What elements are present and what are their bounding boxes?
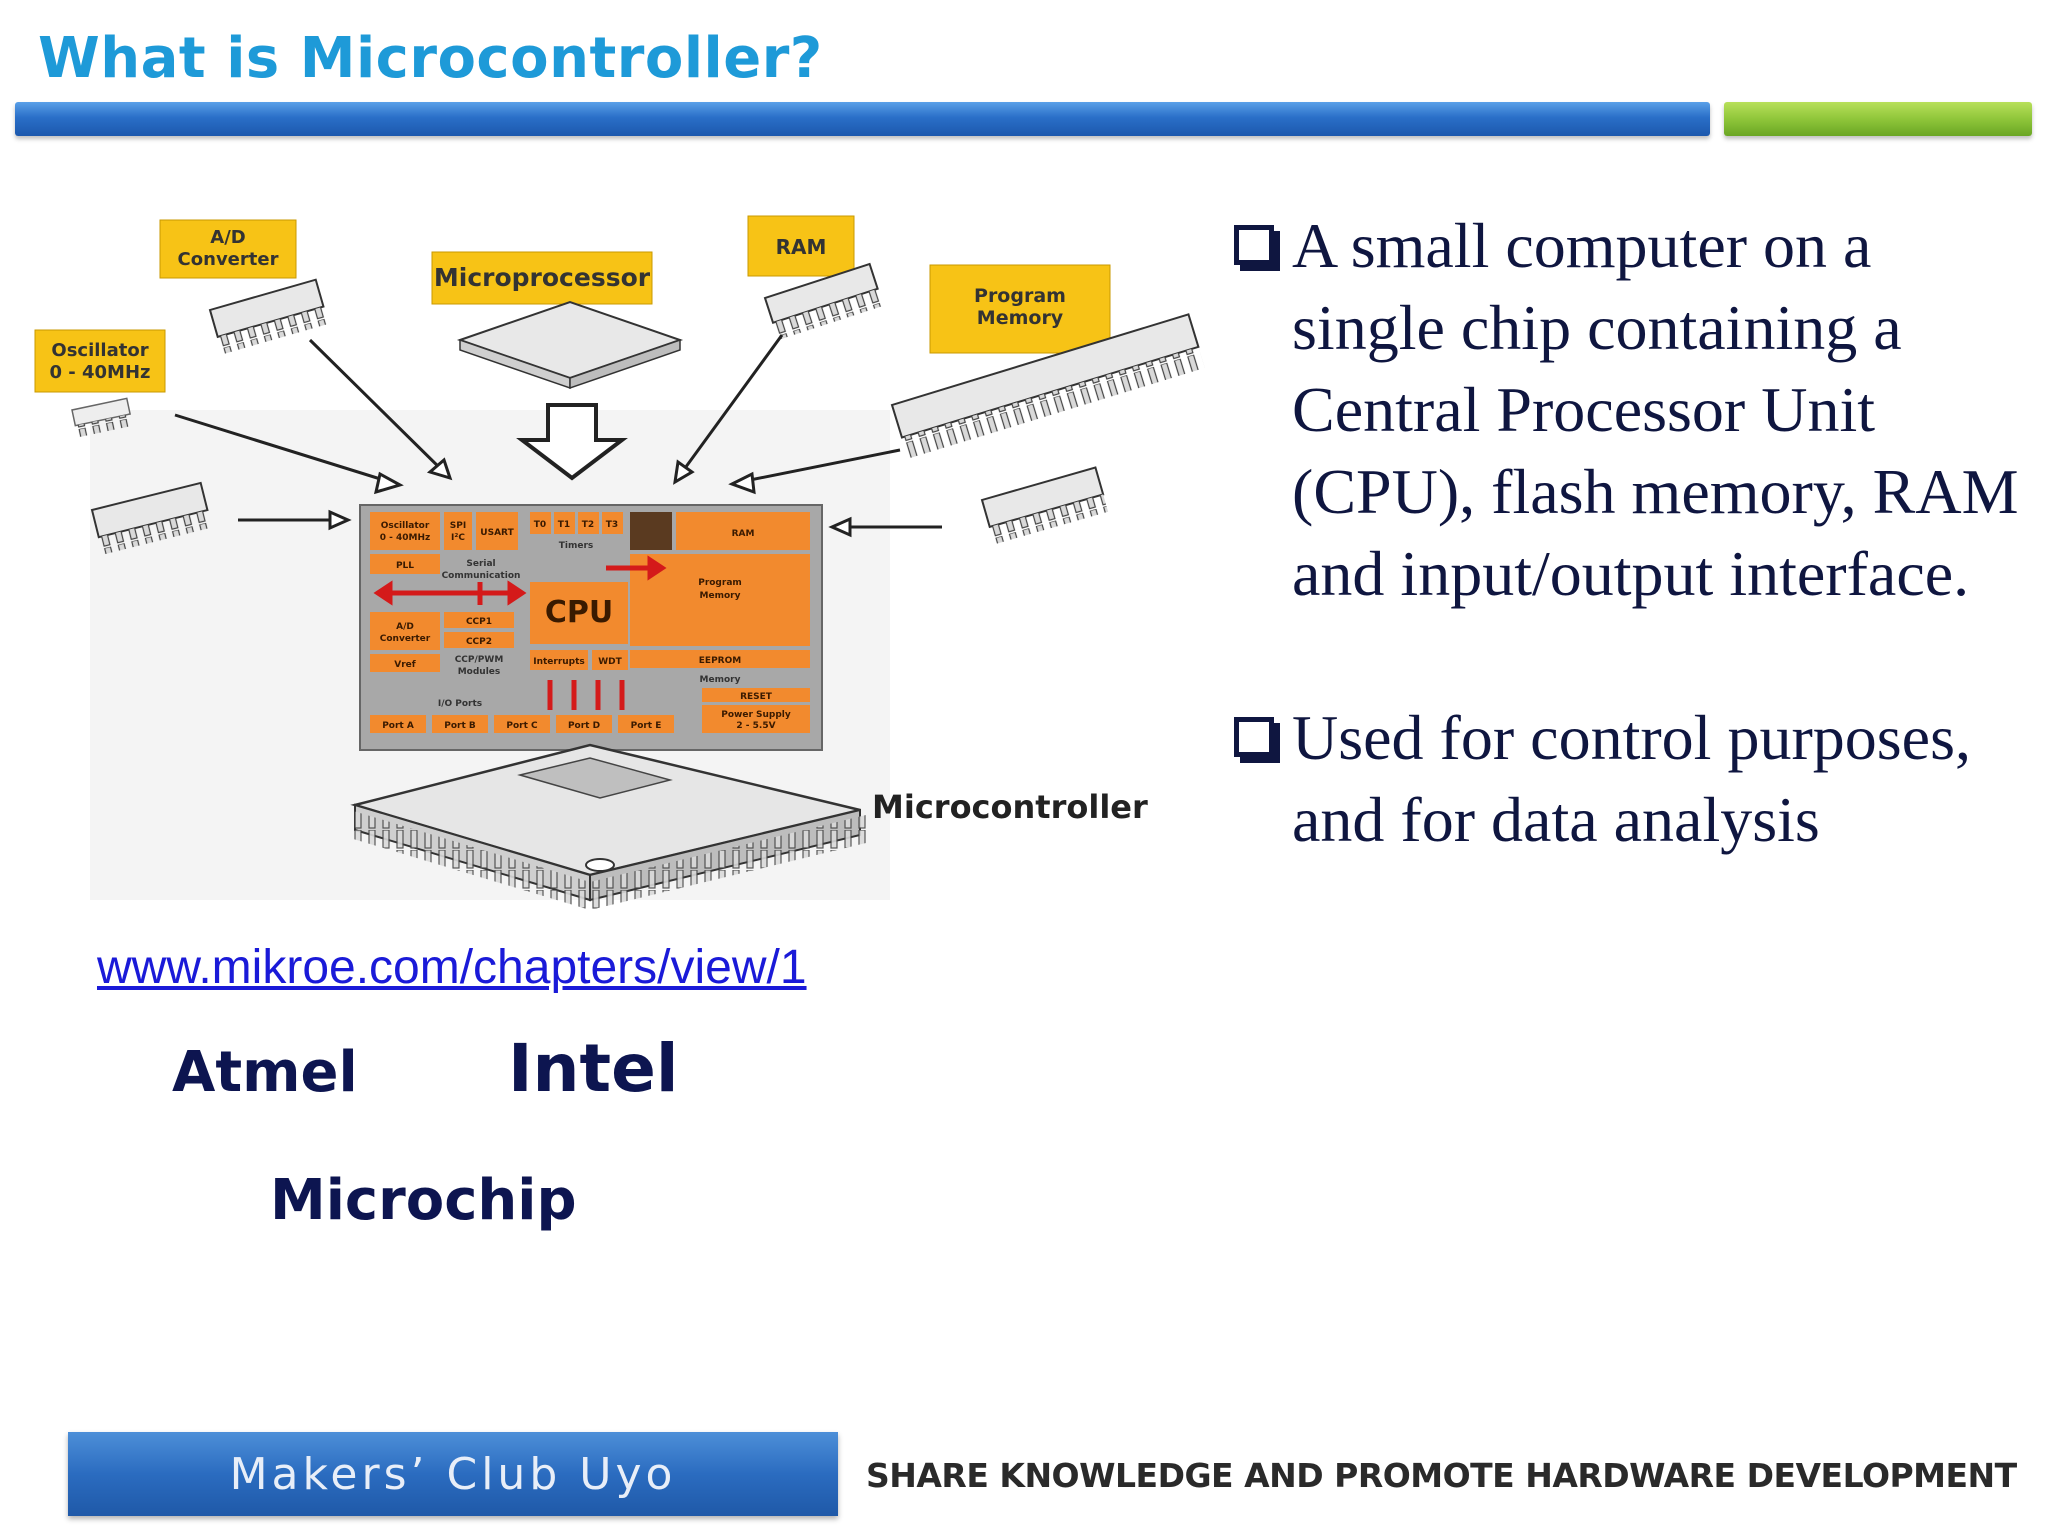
svg-text:Converter: Converter [178,249,279,270]
source-link[interactable]: www.mikroe.com/chapters/view/1 [97,941,807,994]
bullet-text: Used for control purposes, and for data … [1292,702,1971,855]
svg-text:Microprocessor: Microprocessor [434,263,651,292]
checkbox-bullet-icon [1234,225,1274,265]
label-oscillator: Oscillator 0 - 40MHz [34,329,166,393]
svg-text:Program: Program [974,285,1066,307]
svg-text:Port C: Port C [506,721,538,731]
svg-text:Port D: Port D [568,721,600,731]
svg-text:Serial: Serial [466,559,495,569]
svg-text:I/O Ports: I/O Ports [438,699,482,709]
bullet-item: A small computer on a single chip contai… [1230,205,2020,615]
bullet-item: Used for control purposes, and for data … [1230,697,2020,861]
svg-text:CCP/PWM: CCP/PWM [455,655,504,665]
svg-text:Program: Program [698,578,742,588]
checkbox-bullet-icon [1234,717,1274,757]
svg-text:Power Supply: Power Supply [721,710,791,720]
svg-text:Port E: Port E [631,721,662,731]
svg-text:0 - 40MHz: 0 - 40MHz [380,533,431,543]
slide-title: What is Microcontroller? [38,26,823,91]
title-bar-blue [15,102,1710,136]
chip-right [980,466,1109,545]
svg-text:PLL: PLL [396,561,414,571]
svg-text:I²C: I²C [451,533,465,543]
svg-text:0 - 40MHz: 0 - 40MHz [49,362,150,383]
label-ad-converter: A/D Converter [159,219,297,279]
svg-text:RAM: RAM [732,529,755,539]
svg-text:Memory: Memory [700,675,741,685]
chip-microprocessor [456,300,684,390]
svg-text:WDT: WDT [598,657,622,667]
svg-text:EEPROM: EEPROM [699,656,741,666]
svg-text:USART: USART [480,528,514,538]
svg-text:RESET: RESET [740,692,773,702]
brand-intel: Intel [508,1030,679,1107]
chip-left [90,481,212,555]
diagram-arrows [174,334,942,538]
svg-text:Converter: Converter [380,634,431,644]
microcontroller-diagram: A/D Converter Microprocessor RAM Program… [34,215,1205,910]
svg-text:Oscillator: Oscillator [51,340,148,361]
label-program-memory: Program Memory [929,264,1111,354]
svg-text:Port A: Port A [382,721,414,731]
svg-text:Communication: Communication [442,571,521,581]
title-bar-green [1724,102,2032,136]
chip-ad-converter [208,278,329,355]
svg-text:T1: T1 [558,520,570,530]
chip-block-diagram: Oscillator 0 - 40MHz PLL SPI I²C USART Ser… [359,504,823,751]
svg-text:Port B: Port B [444,721,476,731]
label-microcontroller: Microcontroller [872,788,1148,826]
svg-text:Vref: Vref [394,660,416,670]
brand-microchip: Microchip [270,1168,577,1233]
svg-text:SPI: SPI [450,521,466,531]
svg-text:Modules: Modules [458,667,501,677]
label-microprocessor: Microprocessor [431,251,653,305]
brand-atmel: Atmel [172,1040,358,1105]
svg-text:T2: T2 [582,520,594,530]
svg-text:RAM: RAM [776,235,827,259]
svg-text:Interrupts: Interrupts [533,657,585,667]
svg-text:CCP2: CCP2 [466,637,492,647]
svg-text:A/D: A/D [396,622,414,632]
svg-text:Memory: Memory [977,307,1064,329]
chip-oscillator [71,397,133,438]
svg-text:2 - 5.5V: 2 - 5.5V [736,721,775,731]
svg-text:A/D: A/D [210,227,245,248]
footer-club-banner: Makers’ Club Uyo [68,1432,838,1516]
svg-text:T3: T3 [606,520,618,530]
svg-text:CCP1: CCP1 [466,617,492,627]
chip-ram [763,262,884,340]
chip-program-memory [890,313,1205,459]
svg-text:Timers: Timers [559,541,594,551]
bullet-list: A small computer on a single chip contai… [1230,205,2020,861]
microcontroller-chip [350,743,866,910]
svg-text:CPU: CPU [545,595,613,630]
svg-text:Memory: Memory [700,591,741,601]
footer-tagline: SHARE KNOWLEDGE AND PROMOTE HARDWARE DEV… [866,1456,2017,1495]
label-ram: RAM [747,215,855,277]
svg-text:T0: T0 [534,520,546,530]
svg-text:Oscillator: Oscillator [381,521,430,531]
bullet-text: A small computer on a single chip contai… [1292,210,2019,609]
footer-club-name: Makers’ Club Uyo [229,1448,677,1500]
